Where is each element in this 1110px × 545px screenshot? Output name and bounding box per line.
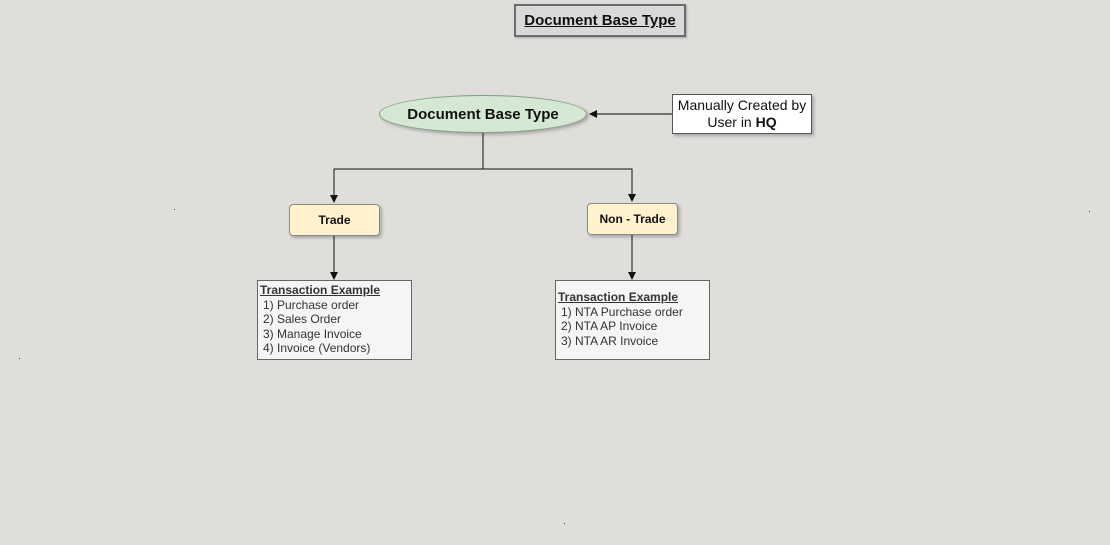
root-node: Document Base Type bbox=[379, 95, 587, 133]
trade-node: Trade bbox=[289, 204, 380, 236]
manual-note-box: Manually Created by User in HQ bbox=[672, 94, 812, 134]
non-trade-examples-heading: Transaction Example bbox=[558, 290, 679, 304]
list-item: 3) NTA AR Invoice bbox=[561, 333, 659, 348]
diagram-title: Document Base Type bbox=[514, 4, 686, 37]
root-node-label: Document Base Type bbox=[407, 105, 559, 123]
non-trade-examples-box: Transaction Example 1) NTA Purchase orde… bbox=[555, 280, 710, 360]
trade-examples-heading: Transaction Example bbox=[260, 283, 381, 297]
list-item: 1) Purchase order bbox=[263, 297, 360, 312]
list-item: 3) Manage Invoice bbox=[263, 326, 362, 341]
manual-note-line1: Manually Created by bbox=[677, 97, 807, 113]
manual-note-line2: User in HQ bbox=[707, 114, 776, 131]
list-item: 1) NTA Purchase order bbox=[561, 304, 683, 319]
stray-dot bbox=[19, 358, 20, 359]
list-item: 2) NTA AP Invoice bbox=[561, 319, 658, 333]
trade-node-label: Trade bbox=[318, 213, 351, 227]
trade-examples-box: Transaction Example 1) Purchase order 2)… bbox=[257, 280, 412, 360]
list-item: 2) Sales Order bbox=[263, 312, 342, 326]
manual-note-hq: HQ bbox=[755, 114, 777, 130]
root-to-nontrade-connector bbox=[483, 168, 636, 202]
list-item: 4) Invoice (Vendors) bbox=[263, 341, 371, 355]
non-trade-node: Non - Trade bbox=[587, 203, 678, 235]
stray-dot bbox=[174, 209, 175, 210]
stray-dot bbox=[564, 523, 565, 524]
non-trade-node-label: Non - Trade bbox=[599, 212, 666, 226]
stray-dot bbox=[1089, 211, 1090, 212]
manual-note-line2-prefix: User in bbox=[707, 114, 756, 130]
root-to-trade-connector bbox=[330, 132, 484, 203]
